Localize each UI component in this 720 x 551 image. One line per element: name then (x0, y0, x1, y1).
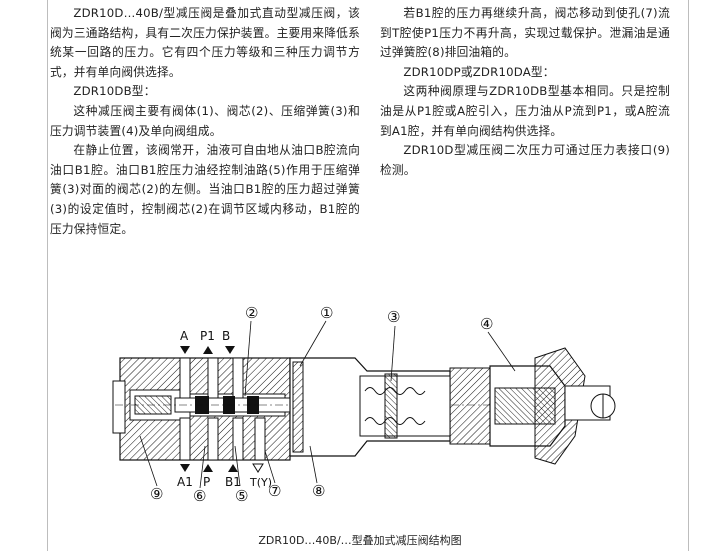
paragraph-gauge-port: ZDR10D型减压阀二次压力可通过压力表接口(9)检测。 (380, 143, 670, 177)
paragraph-intro: ZDR10D…40B/型减压阀是叠加式直动型减压阀，该阀为三通路结构，具有二次压… (50, 6, 360, 79)
leader-lines (139, 320, 516, 489)
port-label-p1: P1 (200, 329, 215, 343)
left-page-border (47, 0, 48, 551)
spring-housing (289, 357, 491, 457)
callout-5: ⑤ (235, 487, 248, 505)
valve-structure-drawing: A P1 B A1 P B1 T(Y) ① ② ③ ④ ⑤ ⑥ ⑦ ⑧ ⑨ (112, 304, 616, 505)
callout-4: ④ (480, 315, 493, 333)
port-label-t-y: T(Y) (249, 476, 272, 489)
heading-zdr10dp-da: ZDR10DP或ZDR10DA型： (403, 64, 555, 79)
callout-7: ⑦ (268, 482, 281, 500)
callout-2: ② (245, 304, 258, 322)
pressure-adjusting-device (489, 347, 616, 465)
callout-labels: ① ② ③ ④ ⑤ ⑥ ⑦ ⑧ ⑨ (150, 304, 493, 505)
heading-zdr10db: ZDR10DB型： (73, 84, 156, 99)
bottom-port-arrows: A1 P B1 T(Y) (177, 463, 272, 489)
callout-9: ⑨ (150, 485, 163, 503)
port-label-b1: B1 (225, 475, 241, 489)
port-label-a1: A1 (177, 475, 193, 489)
paragraph-components: 这种减压阀主要有阀体(1)、阀芯(2)、压缩弹簧(3)和压力调节装置(4)及单向… (50, 103, 360, 138)
paragraph-static-position: 在静止位置，该阀常开，油液可自由地从油口B腔流向油口B1腔。油口B1腔压力油经控… (50, 143, 360, 236)
callout-1: ① (320, 304, 333, 322)
callout-3: ③ (387, 308, 400, 326)
left-text-column: ZDR10D…40B/型减压阀是叠加式直动型减压阀，该阀为三通路结构，具有二次压… (50, 4, 360, 239)
port-label-b: B (222, 329, 230, 343)
paragraph-overload: 若B1腔的压力再继续升高，阀芯移动到使孔(7)流到T腔使P1压力不再升高，实现过… (380, 6, 670, 60)
callout-8: ⑧ (312, 482, 325, 500)
right-text-column: 若B1腔的压力再继续升高，阀芯移动到使孔(7)流到T腔使P1压力不再升高，实现过… (380, 4, 670, 180)
figure-caption: ZDR10D…40B/…型叠加式减压阀结构图 (258, 534, 462, 547)
callout-6: ⑥ (193, 487, 206, 505)
paragraph-principle: 这两种阀原理与ZDR10DB型基本相同。只是控制油是从P1腔或A腔引入，压力油从… (380, 84, 670, 138)
top-port-arrows: A P1 B (180, 329, 235, 354)
right-page-border (688, 0, 689, 551)
port-label-p: P (203, 475, 210, 489)
port-label-a: A (180, 329, 189, 343)
